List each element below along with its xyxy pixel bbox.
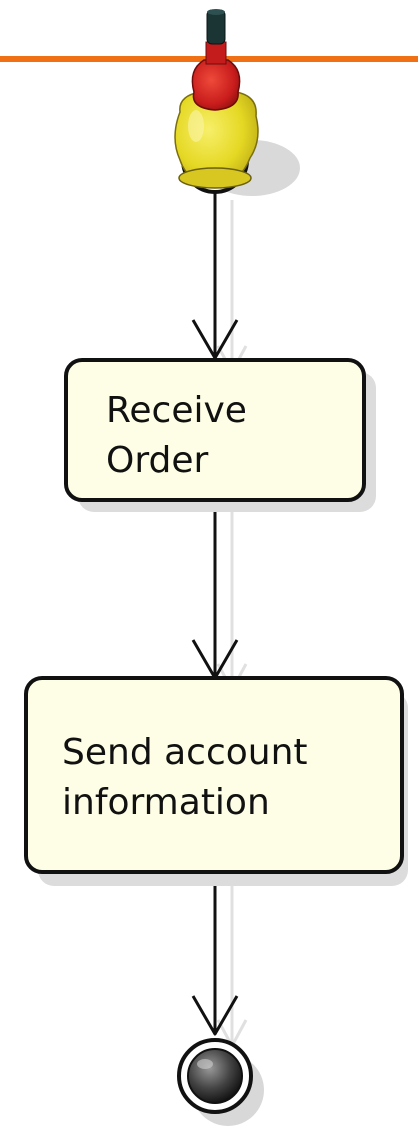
bottle-icon <box>174 9 259 189</box>
edge-send-account-information-to-end <box>191 870 239 1036</box>
action-label-line-1: Send account <box>62 732 308 773</box>
edge-receive-order-to-send-account-information <box>191 502 239 680</box>
action-label-line-1: Receive <box>106 390 247 431</box>
action-label-line-2: information <box>62 782 270 823</box>
action-send-account-information: Send account information <box>24 676 408 886</box>
action-label-line-2: Order <box>106 440 209 481</box>
arrowhead <box>191 995 239 1036</box>
action-box <box>64 358 366 502</box>
final-node-icon <box>177 1038 253 1114</box>
start-node <box>174 9 300 196</box>
action-receive-order: Receive Order <box>64 358 376 512</box>
action-box <box>24 676 404 874</box>
edge-shadows <box>216 200 248 1050</box>
end-node <box>177 1038 264 1126</box>
edge-start-to-receive-order <box>191 190 239 360</box>
